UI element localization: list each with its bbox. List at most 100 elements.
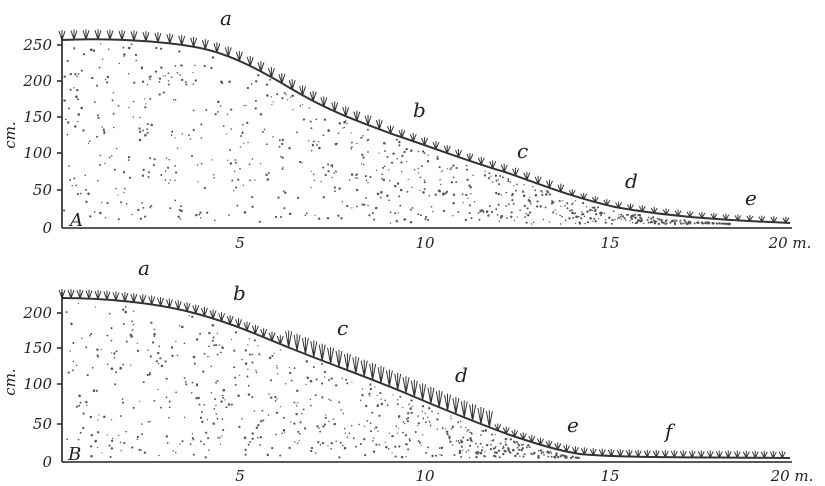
sand-dot [245, 449, 247, 451]
sand-dot [519, 209, 521, 211]
sand-dot [220, 444, 221, 445]
sand-dot [199, 212, 201, 214]
sand-dot [575, 200, 576, 201]
sand-dot [299, 161, 301, 163]
sand-dot [66, 438, 68, 440]
sand-dot [175, 99, 177, 101]
sand-dot [243, 142, 244, 143]
sand-dot [222, 397, 224, 399]
sand-dot [600, 214, 602, 216]
sand-dot [437, 156, 439, 158]
sand-dot [318, 147, 321, 150]
sand-dot [603, 212, 605, 214]
sand-dot [67, 60, 69, 62]
sand-dot [84, 174, 86, 176]
sand-dot [101, 202, 102, 203]
sand-dot [377, 395, 378, 396]
sand-dot [169, 406, 171, 408]
profile-a-zone-labels: a b c d e [220, 6, 757, 210]
sand-dot [446, 191, 447, 192]
sand-dot [165, 360, 167, 362]
sand-dot [594, 210, 597, 213]
sand-dot [237, 179, 239, 181]
sand-dot [155, 70, 157, 72]
sand-dot [185, 383, 187, 385]
sand-dot [302, 104, 303, 105]
sand-dot [267, 454, 269, 456]
sand-dot [98, 117, 100, 119]
sand-dot [414, 169, 416, 171]
sand-dot [582, 202, 584, 204]
sand-dot [330, 448, 332, 450]
sand-dot [324, 371, 326, 373]
sand-dot [338, 456, 340, 458]
sand-dot [643, 223, 645, 225]
sand-dot [179, 443, 180, 444]
sand-dot [538, 450, 540, 452]
sand-dot [351, 142, 353, 144]
profile-b-x-ticks: 5 10 15 20 m. [235, 467, 813, 485]
sand-dot [91, 77, 93, 79]
sand-dot [245, 362, 248, 365]
sand-dot [70, 89, 72, 91]
sand-dot [235, 159, 237, 161]
sand-dot [468, 429, 469, 430]
sand-dot [410, 209, 412, 211]
sand-dot [478, 212, 480, 214]
sand-dot [313, 174, 315, 176]
vegetation-tuft [179, 35, 185, 45]
sand-dot [159, 93, 161, 95]
sand-dot [545, 206, 547, 208]
sand-dot [467, 197, 468, 198]
sand-dot [179, 325, 180, 326]
sand-dot [231, 180, 233, 182]
sand-dot [195, 79, 197, 81]
sand-dot [233, 366, 235, 368]
sand-dot [398, 212, 399, 213]
vegetation-tuft [403, 376, 409, 393]
sand-dot [493, 447, 495, 449]
sand-dot [417, 425, 418, 426]
sand-dot [324, 376, 325, 377]
sand-dot [371, 412, 373, 414]
y-tick-label: 100 [23, 144, 52, 162]
sand-dot [422, 405, 424, 407]
sand-dot [301, 162, 302, 163]
sand-dot [551, 200, 553, 202]
sand-dot [321, 382, 323, 384]
sand-dot [697, 222, 699, 224]
sand-dot [109, 313, 111, 315]
sand-dot [446, 433, 448, 435]
sand-dot [166, 378, 168, 380]
sand-dot [322, 442, 324, 444]
sand-dot [176, 72, 178, 74]
sand-dot [533, 452, 535, 454]
sand-dot [157, 352, 159, 354]
sand-dot [574, 212, 576, 214]
profile-b-vegetation [59, 289, 785, 458]
sand-dot [214, 408, 216, 410]
sand-dot [411, 412, 413, 414]
sand-dot [587, 221, 589, 223]
sand-dot [430, 425, 432, 427]
sand-dot [533, 454, 534, 455]
sand-dot [639, 220, 642, 223]
sand-dot [157, 389, 158, 390]
sand-dot [110, 456, 112, 458]
sand-dot [514, 442, 516, 444]
sand-dot [290, 421, 291, 422]
sand-dot [661, 220, 663, 222]
sand-dot [174, 165, 176, 167]
sand-dot [276, 398, 277, 399]
zone-label: d [455, 363, 468, 387]
sand-dot [66, 311, 68, 313]
sand-dot [167, 442, 169, 444]
sand-dot [396, 139, 398, 141]
sand-dot [589, 217, 592, 220]
sand-dot [310, 121, 312, 123]
sand-dot [453, 202, 455, 204]
sand-dot [451, 167, 453, 169]
sand-dot [203, 404, 205, 406]
zone-label: b [413, 98, 426, 122]
sand-dot [199, 404, 201, 406]
